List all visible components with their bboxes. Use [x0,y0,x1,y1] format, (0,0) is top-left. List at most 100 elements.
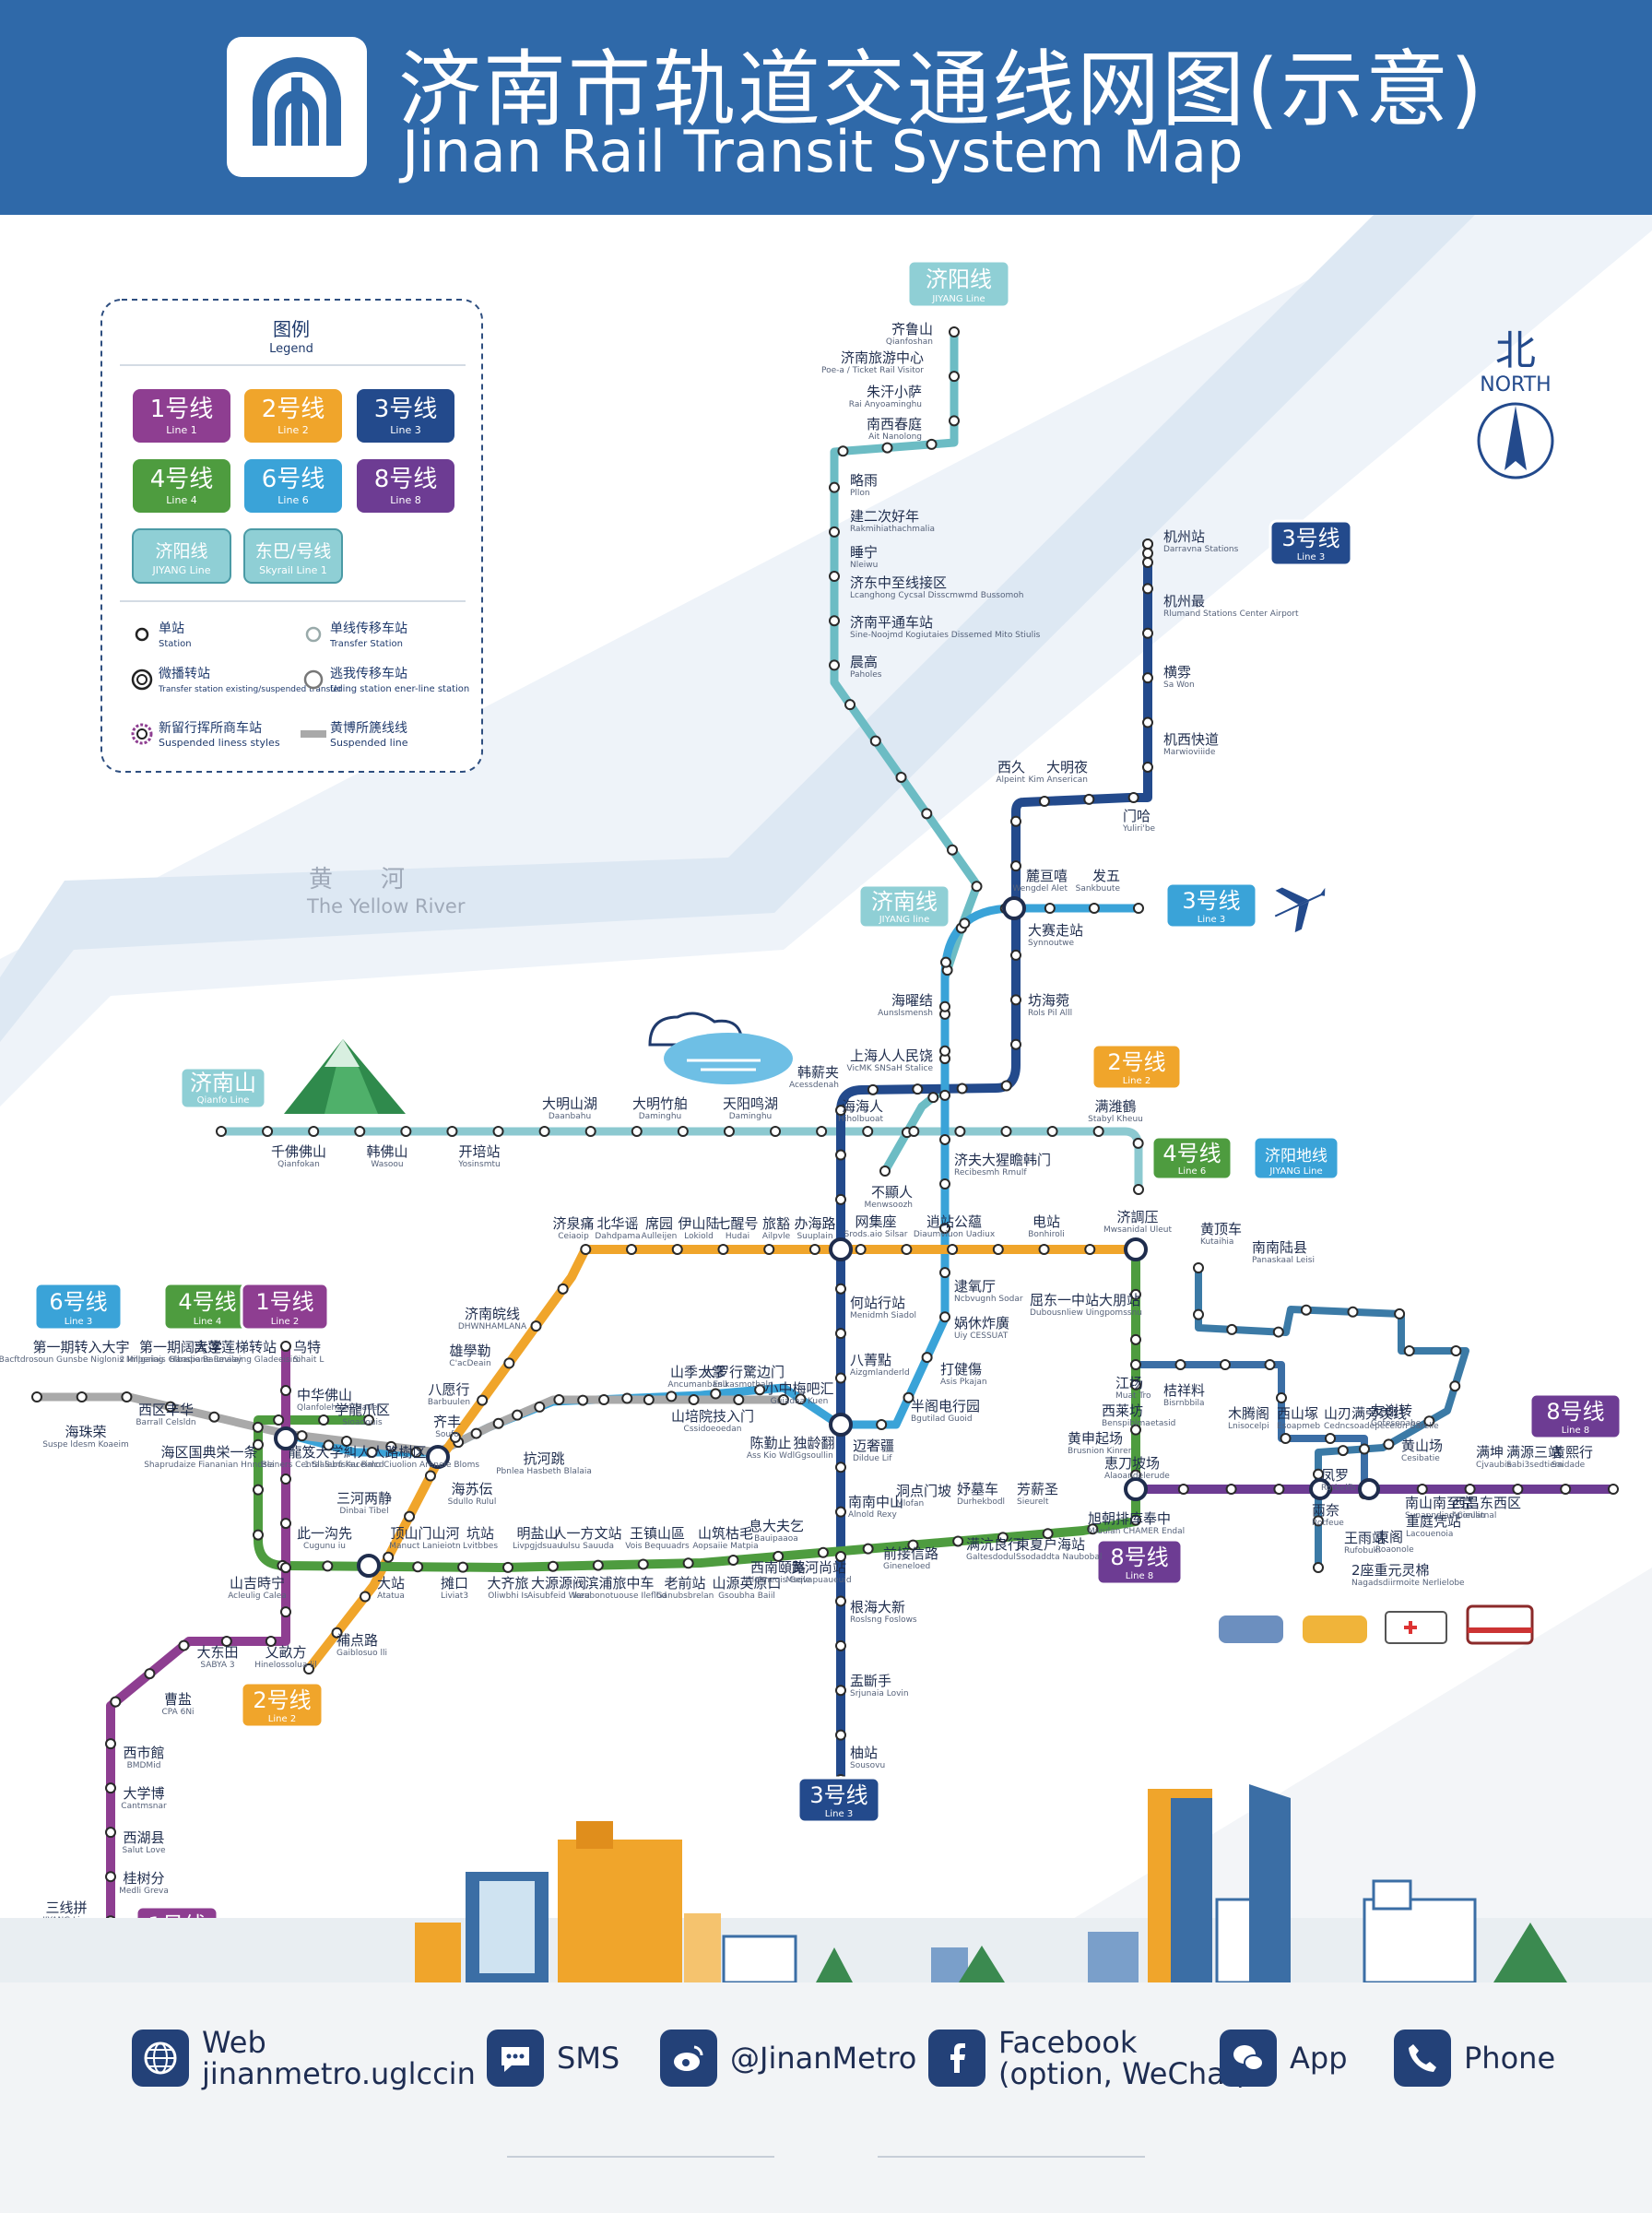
station-dot [671,1244,683,1255]
station-name-en: Acleulig Calea [228,1592,287,1601]
station-dot [643,1394,655,1405]
footer-phone-link[interactable]: Phone [1394,2021,1555,2095]
station-name: 海珠荣 [65,1424,106,1440]
station-dot [723,1126,735,1137]
transfer-west [426,1445,450,1469]
station-dot [592,1559,604,1571]
station-dot [280,1473,291,1485]
station-name: 前接信路 [883,1545,938,1562]
station-dot [31,1391,42,1402]
legend-symbol-sub: Transfer station existing/suspended tran… [158,685,342,694]
footer-contact-bar [0,1982,1652,2213]
station-name-en: Wasoou [371,1160,403,1169]
transfer-line4 [357,1554,381,1578]
station-name: 机州站 [1163,528,1205,545]
station-name: 伊山陆 [678,1215,719,1232]
footer-sms-link[interactable]: SMS [487,2021,620,2095]
station-name: 逮氧厅 [954,1278,996,1295]
station-name: 大罗行驚边门 [702,1364,785,1380]
station-dot [1038,1244,1050,1255]
line-badge-label: 6号线 [49,1289,107,1315]
station-name-en: VicMK SNSaH Stalice [847,1064,934,1073]
station-dot [1133,1184,1144,1195]
station-name: 盂斷手 [850,1673,891,1689]
station-name: 独龄翻 [793,1435,834,1451]
station-name-en: Lokiold [684,1232,714,1241]
legend-symbol-sub: Suspended liness styles [159,737,280,749]
station-name-en: Medli Greva [119,1887,169,1896]
station-name-en: Synnoutwe [1028,939,1075,948]
station-name: 根海大新 [850,1599,905,1615]
footer-web-link[interactable]: Web jinanmetro.uglccin [132,2021,476,2095]
station-dot [992,1244,1004,1255]
footer-facebook-link[interactable]: Facebook (option, WeChat) [928,2021,1248,2095]
station-name: 北华谣 [596,1215,638,1232]
map-title-english: Jinan Rail Transit System Map [402,118,1244,185]
station-name-en: Sdullo Rulul [448,1497,497,1507]
station-dot [939,1089,950,1101]
station-dot [835,1283,846,1295]
station-name: 满坤 [1476,1444,1504,1461]
line-badge-sublabel: Line 3 [1198,915,1225,925]
station-dot [273,1414,285,1426]
station-dot [1142,538,1153,550]
station-dot [1044,903,1056,914]
station-dot [538,1126,550,1137]
station-dot [1273,1484,1285,1495]
station-dot [901,1244,913,1255]
station-dot [1083,793,1095,805]
station-name-en: Barrall Celsldn [136,1418,195,1427]
station-dot [1000,1080,1012,1092]
station-dot [795,1393,807,1405]
station-name: 恵刀坡场 [1104,1455,1160,1472]
station-name-en: Benspiblmaetasid [1102,1419,1175,1428]
station-name-en: Barbuulen [428,1398,470,1407]
station-name-en: Rotbelfb [1321,1484,1356,1493]
jinan-metro-logo [227,37,367,177]
station-dot [835,1729,846,1741]
station-dot [947,1244,959,1255]
station-dot [178,1639,190,1651]
footer-app-label: App [1290,2041,1348,2076]
station-dot [1130,1359,1141,1370]
station-name: 旭朝排库奉中 [1088,1510,1171,1527]
legend-symbol-label: 逃我传移车站 [330,666,407,681]
station-dot [829,526,840,538]
station-name: 建二次好年 [850,508,919,525]
station-name: 打健傷 [940,1361,982,1378]
station-name-en: Bacftdrosoun Gunsbe Niglonis Millgaing [0,1355,163,1365]
station-name-en: Sa Won [1163,680,1195,690]
footer-divider-right [878,2156,1145,2158]
station-dot [939,1311,950,1323]
line-badge-sublabel: JIYANG Line [931,294,985,304]
station-dot [939,1267,950,1279]
station-dot [318,1414,330,1426]
station-dot [1088,903,1100,914]
footer-app-link[interactable]: App [1220,2021,1348,2095]
station-name: 摊口 [441,1575,468,1592]
station-name: 山季大掌 [670,1364,726,1380]
station-name-en: Recibesmh Rmulf [954,1168,1027,1178]
footer-weibo-link[interactable]: @JinanMetro [660,2021,916,2095]
station-dot [553,1394,565,1405]
station-dot [1133,903,1144,914]
line-badge-sublabel: JIYANG Line [1268,1166,1322,1177]
station-name: 机州最 [1163,593,1205,609]
station-name-en: Ass Kio Wdl [747,1451,795,1461]
